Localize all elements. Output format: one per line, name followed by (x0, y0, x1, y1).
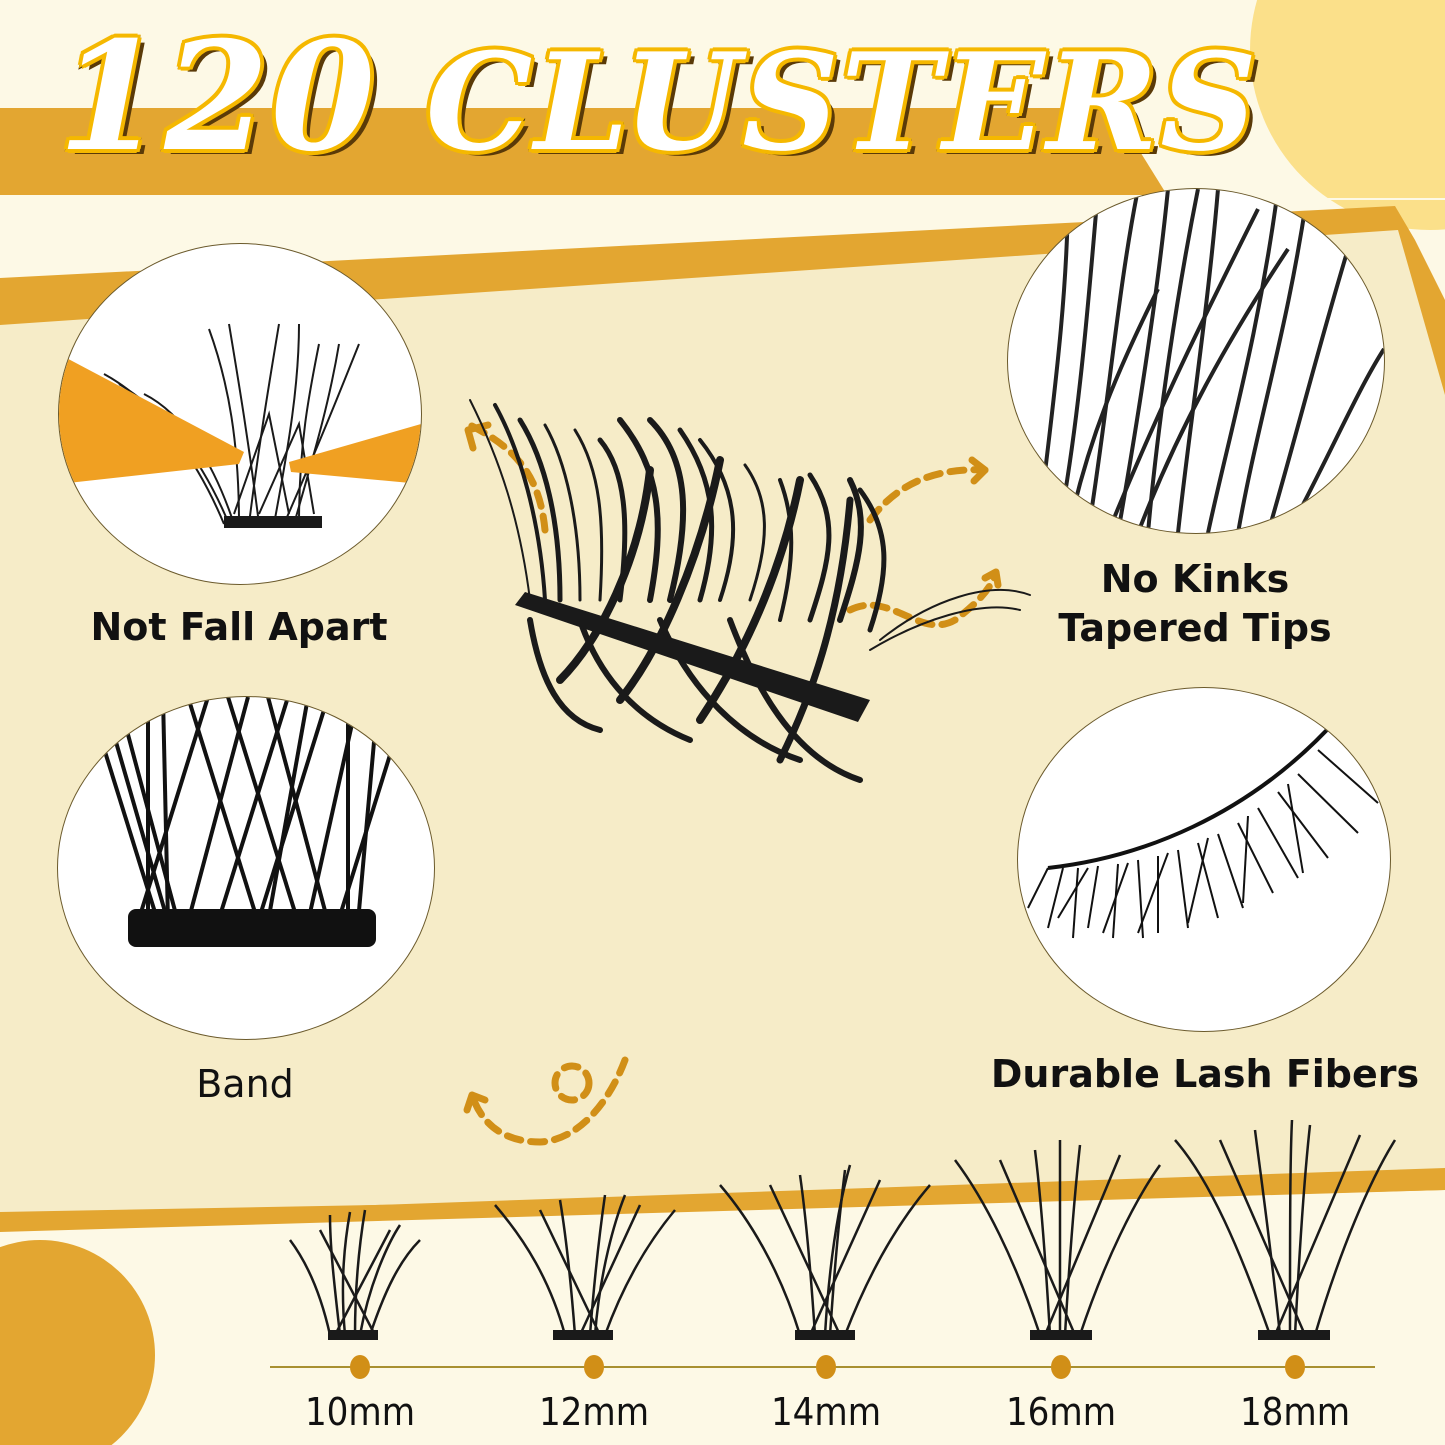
title-word: CLUSTERS (423, 23, 1259, 181)
tweezer-left-icon (59, 354, 244, 484)
length-dot-18mm (1285, 1355, 1305, 1379)
main-lash-band (515, 592, 870, 722)
arrow-loop (551, 1062, 593, 1104)
feature-label-durable: Durable Lash Fibers (990, 1052, 1420, 1096)
length-dot-12mm (584, 1355, 604, 1379)
feature-circle-durable (1017, 687, 1391, 1032)
length-label-18mm: 18mm (1239, 1390, 1351, 1434)
length-dot-10mm (350, 1355, 370, 1379)
tweezer-lash-illustration (59, 323, 421, 528)
tapered-tips-illustration (1036, 189, 1384, 533)
length-label-16mm: 16mm (1005, 1390, 1117, 1434)
arrow-to-no-kinks (866, 466, 989, 524)
length-label-14mm: 14mm (770, 1390, 882, 1434)
title-band (0, 108, 1167, 195)
decor-circle-top-right (1250, 0, 1445, 230)
title-number: 120 (55, 9, 378, 185)
feature-label-no-kinks: No Kinks Tapered Tips (1020, 555, 1370, 654)
main-lash-cluster (469, 399, 1031, 783)
feature-circle-not-fall-apart (58, 243, 422, 585)
length-label-10mm: 10mm (304, 1390, 416, 1434)
feature-circle-no-kinks (1007, 188, 1385, 534)
arrow-to-band (468, 1056, 629, 1146)
feature-label-no-kinks-line1: No Kinks (1100, 557, 1290, 601)
feature-label-band: Band (196, 1062, 294, 1106)
feature-circle-band (57, 696, 435, 1040)
tweezer-right-icon (289, 424, 421, 484)
feature-label-no-kinks-line2: Tapered Tips (1058, 606, 1332, 651)
length-dot-14mm (816, 1355, 836, 1379)
length-dot-16mm (1051, 1355, 1071, 1379)
page-title: 120 CLUSTERS (55, 20, 1259, 175)
length-label-12mm: 12mm (538, 1390, 650, 1434)
band-closeup-illustration (86, 697, 410, 947)
feature-label-not-fall-apart: Not Fall Apart (90, 605, 388, 649)
eyelash-strip-illustration (1027, 716, 1390, 939)
decor-circle-bottom-left (0, 1240, 155, 1445)
